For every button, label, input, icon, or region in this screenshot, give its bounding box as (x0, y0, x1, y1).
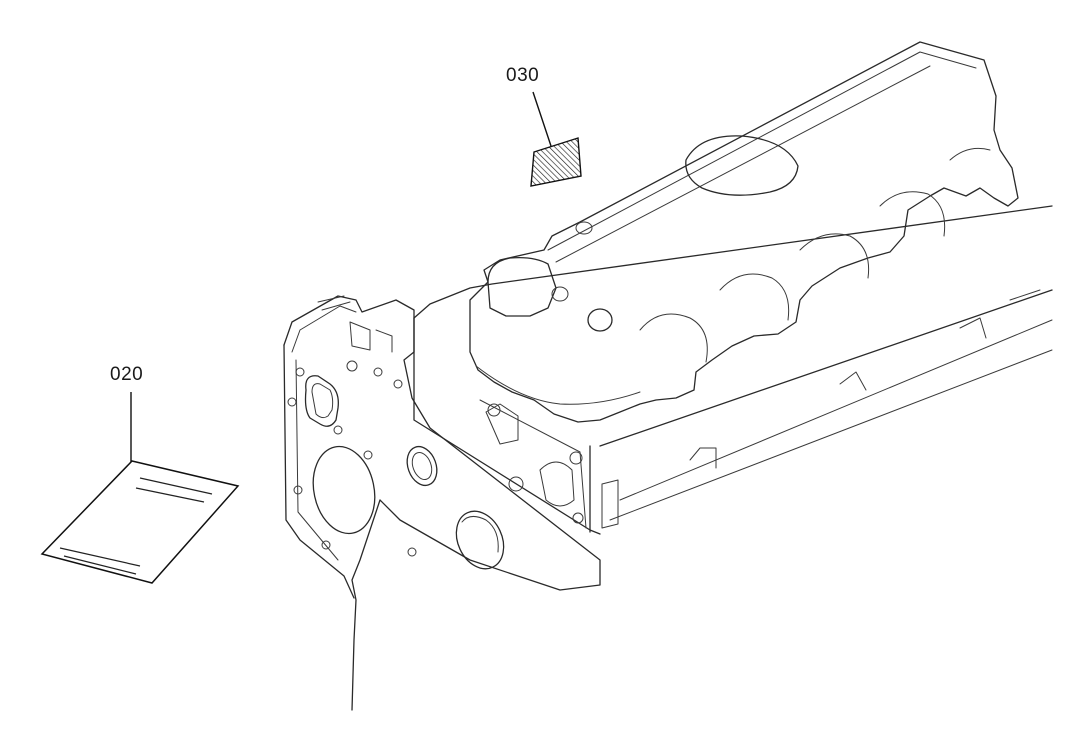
part-020-manual (40, 392, 240, 584)
gear-case-plate (283, 295, 601, 711)
leader-line-030 (532, 91, 552, 147)
rocker-cover (469, 41, 1019, 423)
callout-label-030: 030 (506, 65, 540, 86)
callout-label-020: 020 (110, 364, 144, 385)
cylinder-head (413, 205, 1053, 535)
part-030-label-plate (530, 91, 582, 187)
